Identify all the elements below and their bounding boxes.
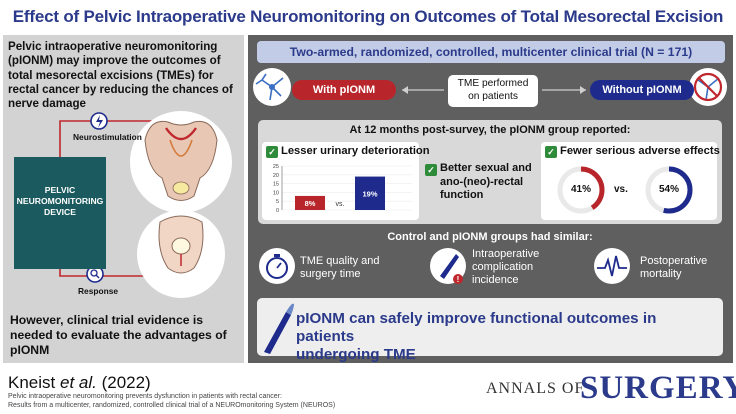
y-tick-label: 0: [276, 208, 279, 214]
citation-etal: et al.: [59, 373, 97, 392]
pelvis-bone-icon: [144, 120, 218, 201]
sexual-function-text: Better sexual and ano-(neo)-rectal funct…: [440, 162, 532, 203]
stopwatch-circle: [259, 248, 295, 284]
response-label: Response: [78, 286, 119, 296]
similar-item-1-line-2: surgery time: [300, 268, 361, 280]
svg-text:!: !: [457, 275, 460, 284]
similar-item-1-line-1: TME quality and: [300, 255, 380, 267]
citation-line-2: Results from a multicenter, randomized, …: [8, 402, 336, 409]
evidence-note: However, clinical trial evidence is need…: [10, 313, 227, 357]
stim-wire: [59, 120, 92, 157]
y-tick-label: 5: [276, 199, 279, 205]
y-tick-label: 15: [273, 182, 279, 188]
bar-with-pionm: [295, 195, 325, 210]
check-icon: ✓: [266, 146, 278, 158]
sexual-line-1: Better sexual and: [440, 162, 532, 174]
arm-with-pionm: With pIONM: [292, 80, 396, 100]
journal-annals-of: ANNALS OF: [486, 380, 585, 397]
intro-text: Pelvic intraoperative neuromonitoring (p…: [8, 40, 233, 111]
response-wire: [59, 269, 88, 277]
ring-without-pionm: [645, 166, 693, 214]
bar-value-label: 8%: [305, 199, 316, 208]
device-line-1: PELVIC: [44, 185, 76, 195]
y-tick-label: 25: [273, 164, 279, 170]
citation-author-name: Kneist: [8, 373, 56, 392]
ecg-icon: [597, 255, 627, 277]
similar-item-2-line-2: complication: [472, 261, 534, 273]
similar-item-1: TME quality and surgery time: [300, 255, 379, 281]
arm-without-pionm: Without pIONM: [590, 80, 694, 100]
sexual-line-3: function: [440, 189, 484, 201]
tme-box: TME performed on patients: [448, 75, 538, 107]
similar-header: Control and pIONM groups had similar:: [387, 231, 593, 243]
citation-year: (2022): [101, 373, 151, 392]
scalpel-large-icon: [264, 303, 294, 354]
pct-with: 41%: [570, 184, 591, 195]
page-title: Effect of Pelvic Intraoperative Neuromon…: [12, 7, 724, 26]
conclusion-box: [257, 298, 723, 356]
check-icon: ✓: [545, 146, 557, 158]
tme-line-1: TME performed: [457, 78, 529, 89]
journal-surgery: SURGERY: [580, 370, 736, 406]
vs-label: vs.: [614, 184, 628, 195]
similar-item-3-line-1: Postoperative: [640, 255, 708, 267]
stopwatch-icon: [266, 257, 288, 279]
similar-item-3: Postoperative mortality: [640, 255, 707, 281]
conclusion-text: pIONM can safely improve functional outc…: [296, 310, 716, 364]
urinary-title: Lesser urinary deterioration: [281, 145, 430, 157]
adverse-rings: [557, 166, 693, 214]
ring-with-pionm: [557, 166, 605, 214]
y-tick-label: 10: [273, 190, 279, 196]
pct-without: 54%: [658, 184, 679, 195]
bar-without-pionm: [355, 176, 385, 210]
y-tick-label: 20: [273, 173, 279, 179]
conclusion-line-2: undergoing TME: [296, 346, 416, 363]
journal-logo: ANNALS OF SURGERY: [480, 368, 736, 412]
trial-banner: Two-armed, randomized, controlled, multi…: [257, 41, 725, 63]
similar-item-3-line-2: mortality: [640, 268, 682, 280]
citation-author: Kneist et al. (2022): [8, 373, 151, 393]
urinary-bar-chart: 0 5 10 15 20 25 8% 19% vs.: [273, 164, 412, 214]
results-header: At 12 months post-survey, the pIONM grou…: [349, 124, 631, 136]
ecg-circle: [594, 248, 630, 284]
adverse-title: Fewer serious adverse effects: [560, 145, 720, 157]
warning-icon: [453, 274, 463, 284]
sexual-line-2: ano-(neo)-rectal: [440, 175, 524, 188]
device-line-3: DEVICE: [44, 207, 76, 217]
bar-vs-label: vs.: [336, 201, 345, 208]
similar-item-2-line-1: Intraoperative: [472, 248, 540, 260]
monitoring-device: PELVIC NEUROMONITORING DEVICE: [14, 157, 106, 269]
scalpel-icon: [440, 254, 459, 279]
tme-line-2: on patients: [468, 90, 518, 102]
similar-item-2: Intraoperative complication incidence: [472, 248, 539, 287]
device-line-2: NEUROMONITORING: [16, 196, 104, 206]
rectum-icon: [165, 127, 197, 141]
urinary-card: [262, 142, 419, 220]
similar-item-2-line-3: incidence: [472, 274, 519, 286]
bar-value-label: 19%: [362, 189, 377, 198]
check-icon: ✓: [425, 164, 437, 176]
conclusion-line-1: pIONM can safely improve functional outc…: [296, 310, 657, 345]
neurostimulation-label: Neurostimulation: [73, 132, 142, 142]
citation-line-1: Pelvic intraoperative neuromonitoring pr…: [8, 393, 282, 400]
